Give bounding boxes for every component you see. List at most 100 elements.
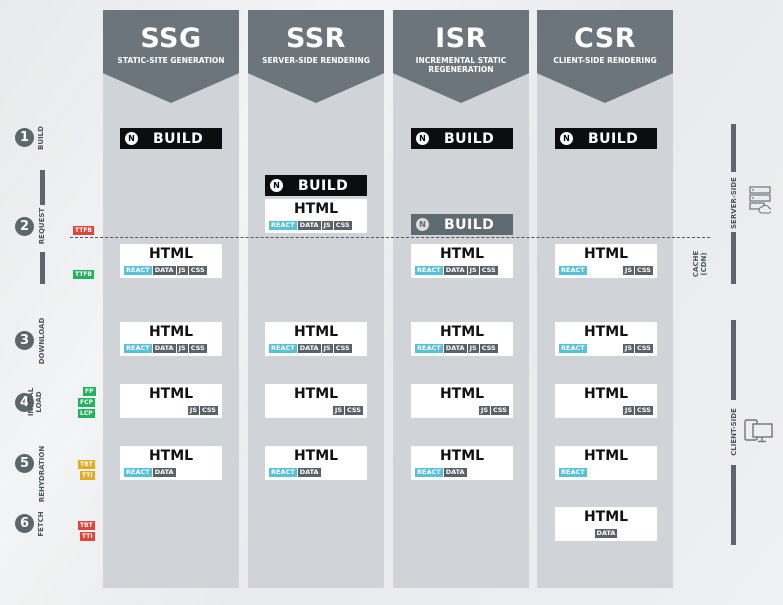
- tag-row: REACT DATA JS CSS: [415, 266, 509, 275]
- tag-data: DATA: [152, 344, 176, 353]
- html-card: HTML JS CSS: [265, 384, 367, 418]
- tag-css: CSS: [200, 406, 218, 415]
- column-full-name: STATIC-SITE GENERATION: [117, 56, 225, 65]
- column-header-isr: ISR INCREMENTAL STATIC REGENERATION: [393, 10, 529, 103]
- tag-css: CSS: [635, 266, 653, 275]
- step-3-label: DOWNLOAD: [38, 317, 46, 365]
- column-ssr: SSR SERVER-SIDE RENDERING: [248, 10, 384, 588]
- server-side-label: SERVER-SIDE: [730, 177, 738, 229]
- column-header-csr: CSR CLIENT-SIDE RENDERING: [537, 10, 673, 103]
- tag-row: JS CSS: [269, 406, 363, 415]
- build-bar: N BUILD: [120, 128, 222, 149]
- metric-ttfb-request: TTFB: [73, 226, 94, 235]
- n-logo-icon: N: [416, 132, 429, 145]
- html-title: HTML: [439, 246, 485, 262]
- html-card: HTML REACT JS CSS: [555, 244, 657, 278]
- step-1-label: BUILD: [37, 126, 45, 150]
- devices-icon: [744, 419, 773, 443]
- server-side-bar: [731, 124, 736, 172]
- metric-tti-rehydration: TTI: [80, 471, 95, 480]
- tag-row: REACT DATA: [269, 468, 363, 477]
- step-2-label: REQUEST: [38, 207, 46, 245]
- html-card: HTML REACT DATA JS CSS: [120, 244, 222, 278]
- tag-js: JS: [332, 406, 345, 415]
- tag-data: DATA: [443, 344, 467, 353]
- html-card: HTML JS CSS: [555, 384, 657, 418]
- tag-js: JS: [321, 344, 333, 353]
- tag-row: REACT JS CSS: [559, 266, 653, 275]
- html-card: HTML REACT DATA JS CSS: [411, 322, 513, 356]
- tag-react: REACT: [559, 266, 587, 275]
- tag-data: DATA: [152, 266, 176, 275]
- tag-data: DATA: [297, 468, 321, 477]
- tag-react: REACT: [415, 344, 443, 353]
- tag-css: CSS: [333, 344, 352, 353]
- tag-js: JS: [176, 266, 188, 275]
- tag-js: JS: [478, 406, 491, 415]
- tag-data: DATA: [443, 266, 467, 275]
- tag-row: DATA: [559, 529, 653, 538]
- tag-row: REACT DATA: [415, 468, 509, 477]
- html-card: HTML REACT JS CSS: [555, 322, 657, 356]
- build-label: BUILD: [444, 216, 495, 233]
- html-title: HTML: [293, 386, 339, 402]
- client-side-label: CLIENT-SIDE: [730, 408, 738, 456]
- tag-row: REACT DATA: [124, 468, 218, 477]
- tag-css: CSS: [635, 344, 653, 353]
- metric-ttfb-cache: TTFB: [73, 270, 94, 279]
- n-logo-icon: N: [270, 179, 283, 192]
- column-ssg: SSG STATIC-SITE GENERATION: [103, 10, 239, 588]
- html-card: HTML REACT DATA JS CSS: [265, 322, 367, 356]
- tag-data: DATA: [297, 221, 321, 230]
- tag-react: REACT: [124, 266, 152, 275]
- metric-tti-fetch: TTI: [80, 532, 95, 541]
- html-card: HTML REACT DATA: [411, 446, 513, 480]
- column-header-ssg: SSG STATIC-SITE GENERATION: [103, 10, 239, 103]
- html-title: HTML: [583, 324, 629, 340]
- metric-fcp: FCP: [78, 398, 95, 407]
- column-header-ssr: SSR SERVER-SIDE RENDERING: [248, 10, 384, 103]
- client-side-bar: [731, 320, 736, 400]
- tag-row: REACT: [559, 468, 653, 477]
- metric-tbt-fetch: TBT: [78, 521, 95, 530]
- html-card: HTML REACT DATA JS CSS: [120, 322, 222, 356]
- client-side-bar-lower: [731, 465, 736, 545]
- html-title: HTML: [148, 386, 194, 402]
- metric-lcp: LCP: [78, 409, 95, 418]
- html-card: HTML REACT: [555, 446, 657, 480]
- tag-data: DATA: [594, 529, 618, 538]
- tag-row: REACT DATA JS CSS: [415, 344, 509, 353]
- tag-row: JS CSS: [124, 406, 218, 415]
- html-title: HTML: [293, 324, 339, 340]
- tag-row: REACT DATA JS CSS: [269, 344, 363, 353]
- tag-react: REACT: [269, 468, 297, 477]
- tag-react: REACT: [415, 468, 443, 477]
- step-4-number: 4: [15, 393, 34, 412]
- request-bar-bottom: [40, 252, 45, 284]
- html-title: HTML: [583, 448, 629, 464]
- server-side-bar-lower: [731, 232, 736, 284]
- html-title: HTML: [439, 448, 485, 464]
- html-title: HTML: [148, 448, 194, 464]
- column-abbr: ISR: [435, 23, 487, 54]
- tag-row: REACT DATA JS CSS: [124, 344, 218, 353]
- tag-css: CSS: [333, 221, 352, 230]
- tag-row: REACT DATA JS CSS: [269, 221, 363, 230]
- build-label: BUILD: [298, 177, 349, 194]
- tag-spacer: [588, 266, 622, 275]
- column-abbr: SSG: [140, 23, 202, 54]
- step-5-label: REHYDRATION: [38, 445, 46, 503]
- tag-data: DATA: [443, 468, 467, 477]
- html-card: HTML JS CSS: [120, 384, 222, 418]
- step-4-label: INITIAL LOAD: [27, 387, 43, 417]
- tag-spacer: [588, 344, 622, 353]
- tag-js: JS: [622, 266, 635, 275]
- server-icon: [749, 186, 771, 214]
- tag-css: CSS: [491, 406, 509, 415]
- tag-react: REACT: [559, 344, 587, 353]
- html-title: HTML: [148, 324, 194, 340]
- tag-css: CSS: [188, 266, 207, 275]
- html-card: HTML JS CSS: [411, 384, 513, 418]
- step-6-number: 6: [15, 514, 34, 533]
- html-title: HTML: [293, 448, 339, 464]
